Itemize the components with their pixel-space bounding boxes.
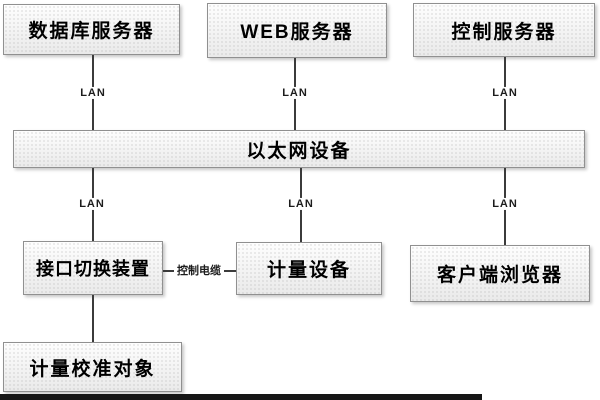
node-interface-switch: 接口切换装置 — [23, 241, 163, 295]
bottom-edge-bar — [0, 394, 482, 400]
node-calibration-object-label: 计量校准对象 — [29, 358, 156, 380]
node-metering-device-label: 计量设备 — [266, 260, 351, 281]
node-metering-device: 计量设备 — [236, 242, 382, 295]
control-cable-label: 控制电缆 — [174, 264, 224, 278]
lan-label-6: LAN — [489, 197, 521, 211]
node-control-server: 控制服务器 — [413, 3, 595, 57]
node-database-server-label: 数据库服务器 — [28, 21, 155, 42]
node-database-server: 数据库服务器 — [3, 4, 180, 55]
node-web-server: WEB服务器 — [207, 3, 387, 58]
edge-switch-to-calibration — [92, 295, 94, 342]
lan-label-2: LAN — [279, 86, 311, 100]
node-interface-switch-label: 接口切换装置 — [36, 259, 150, 279]
node-ethernet-equipment: 以太网设备 — [13, 130, 585, 168]
lan-label-4: LAN — [76, 197, 108, 211]
node-control-server-label: 控制服务器 — [451, 21, 557, 43]
node-ethernet-equipment-label: 以太网设备 — [246, 140, 352, 162]
node-web-server-label: WEB服务器 — [240, 22, 354, 43]
lan-label-5: LAN — [285, 197, 317, 211]
lan-label-3: LAN — [489, 86, 521, 100]
node-client-browser: 客户端浏览器 — [410, 245, 590, 302]
lan-label-1: LAN — [77, 86, 109, 100]
node-calibration-object: 计量校准对象 — [3, 342, 182, 392]
node-client-browser-label: 客户端浏览器 — [436, 265, 563, 286]
